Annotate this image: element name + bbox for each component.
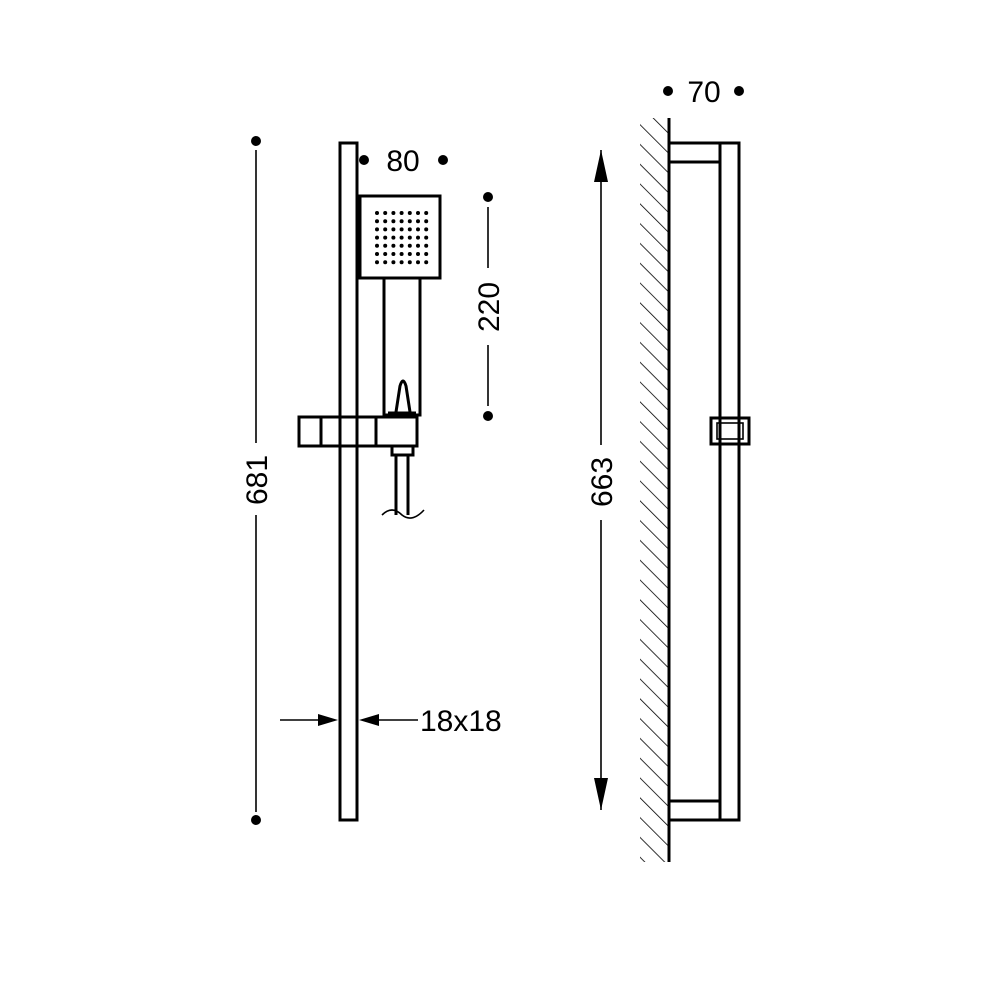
nozzle-dot [391, 252, 396, 256]
nozzle-dot [416, 252, 420, 256]
nozzle-dot [375, 243, 379, 248]
nozzle-dot [399, 260, 404, 265]
dimension-70: 70 [663, 76, 744, 109]
nozzle-dot [391, 227, 396, 232]
handle-tip [394, 379, 412, 413]
dimension-label-220: 220 [473, 282, 506, 332]
nozzle-dot [383, 260, 388, 265]
nozzle-dot [424, 211, 429, 215]
dimension-681: 681 [241, 136, 274, 825]
nozzle-dot [407, 235, 412, 240]
nozzle-dot [391, 243, 396, 248]
nozzle-dot [416, 235, 420, 240]
nozzle-dot [399, 227, 404, 232]
nozzle-dot [399, 252, 404, 256]
nozzle-dot [375, 252, 379, 256]
side-view: 663 70 [586, 76, 751, 862]
dimension-18x18: 18x18 [280, 705, 502, 738]
nozzle-dot [391, 260, 396, 265]
nozzle-dot [391, 235, 396, 240]
dimension-label-70: 70 [687, 76, 720, 109]
nozzle-dot [375, 219, 379, 224]
dimension-label-18x18: 18x18 [420, 705, 502, 738]
nozzle-dot [383, 227, 388, 232]
dimension-80: 80 [359, 145, 448, 178]
shower-holder [297, 415, 419, 448]
nozzle-dot [399, 219, 404, 224]
nozzle-dot [407, 219, 412, 224]
nozzle-dot [399, 243, 404, 248]
nozzle-dot [407, 211, 412, 215]
nozzle-dot [407, 243, 412, 248]
nozzle-dot [383, 211, 388, 215]
holder-side [709, 416, 751, 446]
dimension-label-681: 681 [241, 455, 274, 505]
dimension-220: 220 [473, 192, 506, 421]
nozzle-dot [407, 252, 412, 256]
nozzle-dot [383, 219, 388, 224]
nozzle-dot [416, 227, 420, 232]
nozzle-dot [416, 211, 420, 215]
nozzle-dot [424, 260, 429, 265]
hose-break-line [381, 509, 425, 519]
nozzle-dot [375, 227, 379, 232]
holder-side-inner [716, 422, 744, 440]
dimension-label-80: 80 [386, 145, 419, 178]
nozzle-dot [383, 235, 388, 240]
nozzle-dot [391, 211, 396, 215]
dimension-label-663: 663 [586, 457, 619, 507]
nozzle-dot [424, 243, 429, 248]
slide-rail-front [338, 141, 359, 822]
nozzle-dot [375, 235, 379, 240]
nozzle-dot [375, 211, 379, 215]
nozzle-dot [424, 235, 429, 240]
nozzle-dot [391, 219, 396, 224]
handshower-handle [382, 276, 422, 417]
nozzle-dot [399, 211, 404, 215]
nozzle-dot [383, 252, 388, 256]
nozzle-dot [416, 219, 420, 224]
wall-hatching [640, 118, 669, 862]
nozzle-dot [407, 260, 412, 265]
nozzle-dot [416, 260, 420, 265]
nozzle-dot [424, 227, 429, 232]
wall-bracket-bottom [667, 799, 722, 822]
dimension-663: 663 [586, 150, 619, 810]
front-view: 681 80 220 18x18 [241, 136, 506, 825]
slide-rail-side [718, 141, 741, 822]
nozzle-dot [424, 219, 429, 224]
nozzle-dot [407, 227, 412, 232]
nozzle-dot [399, 235, 404, 240]
wall-bracket-top [667, 141, 722, 164]
nozzle-dot [375, 260, 379, 265]
hose-connector [390, 444, 415, 457]
spray-nozzles [375, 211, 429, 265]
nozzle-dot [383, 243, 388, 248]
nozzle-dot [424, 252, 429, 256]
nozzle-dot [416, 243, 420, 248]
